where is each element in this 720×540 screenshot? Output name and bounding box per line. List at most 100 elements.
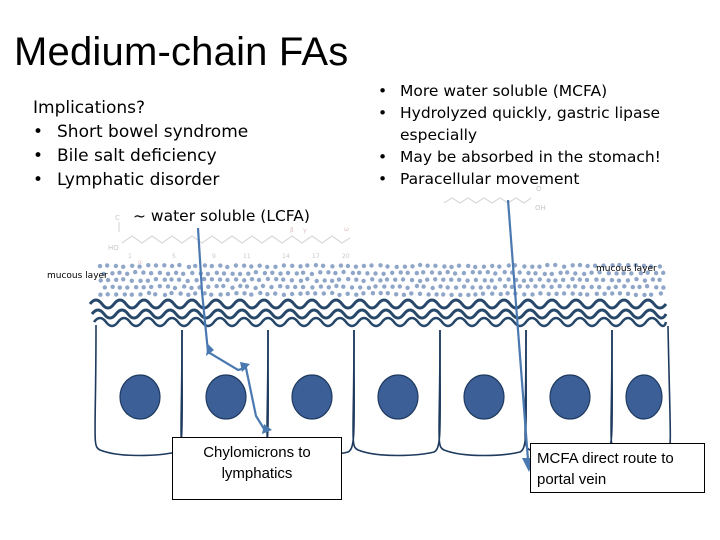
mucous-dot xyxy=(110,271,115,276)
mucous-dot xyxy=(209,263,214,269)
mucous-dot xyxy=(589,270,594,275)
mucous-dot xyxy=(370,291,376,296)
epithelial-cell xyxy=(94,324,184,457)
mucous-dot xyxy=(629,271,634,276)
mucous-dot xyxy=(661,270,666,275)
mucous-dot xyxy=(273,264,278,269)
mucous-dot xyxy=(373,284,378,289)
mucous-dot xyxy=(137,264,142,269)
mucous-dot xyxy=(546,291,551,297)
mucous-dot xyxy=(537,277,542,282)
mucous-dot xyxy=(318,270,323,275)
mucous-dot xyxy=(650,277,656,282)
mucous-dot xyxy=(350,270,356,276)
mucous-dot xyxy=(405,270,410,275)
mucous-dot xyxy=(426,292,431,297)
mucous-dot xyxy=(606,271,611,276)
mucous-dot xyxy=(642,292,647,298)
mucous-dot xyxy=(354,277,359,282)
mucous-dot xyxy=(630,284,635,290)
mucous-dot xyxy=(281,292,287,297)
mucous-dot xyxy=(549,271,554,277)
mucous-dot xyxy=(385,264,390,269)
implications-heading: Implications? xyxy=(33,98,146,118)
mucous-dot xyxy=(502,284,508,289)
mucous-dot xyxy=(333,270,338,276)
mucous-dot xyxy=(452,271,458,276)
mucous-dot xyxy=(153,263,159,268)
mucous-dot xyxy=(498,291,503,297)
mucous-dot xyxy=(566,284,571,289)
greek-label: ω xyxy=(344,226,349,233)
mucous-dot xyxy=(537,264,542,269)
mucous-dot xyxy=(417,291,423,296)
mucous-dot xyxy=(442,264,447,269)
mucous-dot xyxy=(117,270,122,275)
mucous-dot xyxy=(541,284,546,289)
mucous-dot xyxy=(625,291,631,296)
molecule-atom-c: C xyxy=(115,214,120,222)
mucous-dot xyxy=(105,277,111,283)
nucleus xyxy=(377,374,419,420)
mucous-dot xyxy=(522,292,527,297)
mucous-dot xyxy=(505,291,510,296)
implication-item: Lymphatic disorder xyxy=(33,168,248,192)
carbon-number: 14 xyxy=(282,253,290,260)
mucous-dot xyxy=(490,263,495,269)
mucous-dot xyxy=(270,270,275,275)
nucleus xyxy=(463,374,505,420)
mucous-dot xyxy=(260,283,266,289)
chylomicrons-label-box: Chylomicrons to lymphatics xyxy=(172,437,342,500)
mucous-dot xyxy=(205,271,211,277)
mucous-dot xyxy=(521,278,527,283)
mucous-dot xyxy=(614,271,619,276)
mucous-dot xyxy=(482,278,487,283)
mucous-dot xyxy=(433,263,438,268)
mucous-dot xyxy=(457,277,462,282)
mucous-dot xyxy=(610,263,615,268)
mucous-dot xyxy=(461,270,467,276)
mucous-dot xyxy=(153,277,159,282)
mucous-dot xyxy=(345,291,350,296)
mucous-dot xyxy=(326,285,331,290)
mucous-dot xyxy=(238,283,243,289)
mucous-dot xyxy=(621,271,626,276)
mucous-dot xyxy=(202,263,208,268)
mucous-dot xyxy=(417,278,423,284)
mucous-dot xyxy=(493,271,498,276)
mucous-dot xyxy=(206,284,211,289)
mucous-dot xyxy=(517,270,522,275)
mucous-dot xyxy=(533,284,538,289)
mucous-dot xyxy=(244,284,250,289)
mucous-dot xyxy=(334,283,339,289)
mucous-dot xyxy=(186,264,192,270)
mucous-dot xyxy=(262,270,268,276)
mucous-dot xyxy=(194,278,199,283)
mucous-dot xyxy=(162,277,167,282)
mucous-dot xyxy=(616,278,622,283)
mucous-dot xyxy=(473,292,478,297)
implication-item: Bile salt deficiency xyxy=(33,144,248,168)
epithelial-cell xyxy=(352,329,442,457)
mucous-dot xyxy=(242,278,247,283)
mucous-dot xyxy=(298,278,304,283)
mucous-dot xyxy=(230,271,235,276)
mucous-dot xyxy=(558,270,563,275)
mucous-dot xyxy=(584,277,590,283)
mucous-dot xyxy=(141,285,146,290)
mucous-dot xyxy=(425,263,430,268)
mucous-dot xyxy=(290,263,295,268)
mucous-dot xyxy=(430,285,435,291)
mucous-dot xyxy=(169,277,174,282)
mucous-dot xyxy=(358,285,363,290)
mucous-dot xyxy=(114,292,119,297)
mucous-dot xyxy=(133,285,139,290)
mucous-dot xyxy=(497,264,502,269)
mucous-dot xyxy=(486,285,491,290)
mucous-dot xyxy=(249,264,254,269)
mucous-dot xyxy=(661,285,666,290)
mucous-dot xyxy=(642,278,648,283)
mucous-dot xyxy=(233,263,239,268)
implications-list: Implications? Short bowel syndrome Bile … xyxy=(33,96,248,192)
mucous-dot xyxy=(181,271,186,276)
